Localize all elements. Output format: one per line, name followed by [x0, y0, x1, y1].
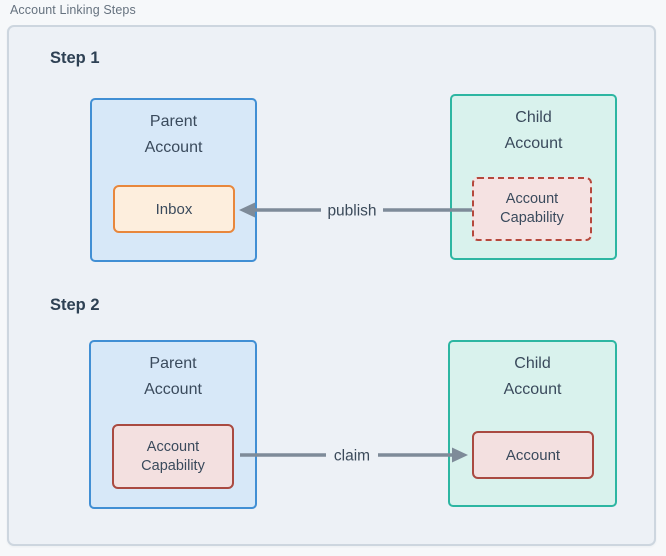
claim-arrow-label: claim [334, 447, 370, 464]
publish-arrow-label: publish [327, 202, 376, 219]
diagram-canvas: Step 1 Parent Account Inbox Child Accoun… [7, 25, 656, 546]
step2-parent-account-box: Parent Account Account Capability [89, 340, 257, 509]
step1-child-account-box: Child Account Account Capability [450, 94, 617, 260]
diagram-legend: Account Linking Steps [10, 3, 136, 17]
step1-child-account-title: Child Account [504, 109, 563, 152]
step2-child-account-box: Child Account Account [448, 340, 617, 507]
step2-account-capability-box: Account Capability [112, 424, 234, 489]
step2-parent-account-title: Parent Account [144, 355, 202, 398]
step1-inbox-box: Inbox [113, 185, 235, 233]
step2-heading: Step 2 [50, 296, 100, 314]
step1-heading: Step 1 [50, 49, 100, 67]
publish-arrow: publish [239, 202, 472, 219]
step1-parent-account-box: Parent Account Inbox [90, 98, 257, 262]
step2-child-account-title: Child Account [503, 355, 562, 398]
step1-account-capability-box: Account Capability [472, 177, 592, 241]
claim-arrow: claim [240, 447, 468, 464]
step2-account-box: Account [472, 431, 594, 479]
step1-parent-account-title: Parent Account [144, 113, 203, 156]
